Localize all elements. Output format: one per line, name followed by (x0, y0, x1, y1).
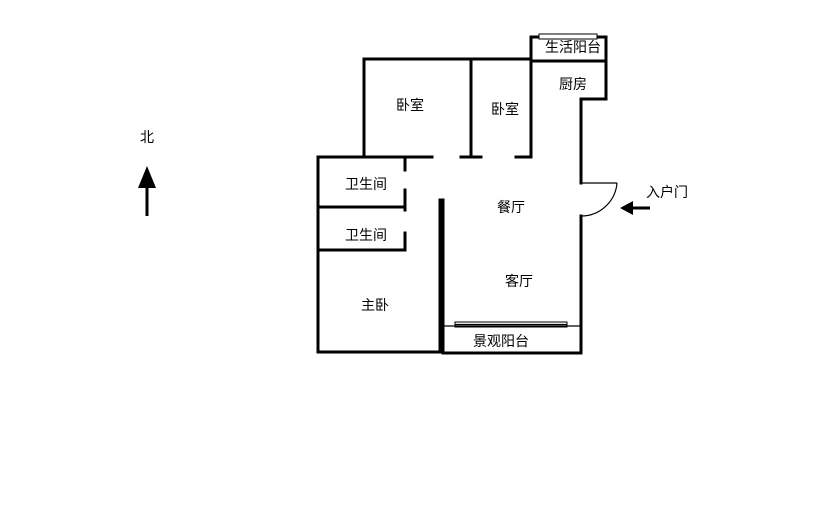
entrance-door (580, 182, 618, 217)
room-label-bathroom-2: 卫生间 (345, 228, 387, 244)
room-label-master-bedroom: 主卧 (361, 298, 389, 314)
room-label-bedroom-1: 卧室 (396, 98, 424, 114)
room-label-kitchen: 厨房 (559, 77, 587, 93)
interior-walls (316, 33, 608, 354)
room-label-living: 客厅 (505, 274, 533, 290)
entrance-label: 入户门 (646, 185, 688, 201)
entrance-arrow-icon (620, 201, 650, 215)
room-label-dining: 餐厅 (497, 200, 525, 216)
outer-walls (316, 35, 608, 355)
north-label: 北 (140, 130, 154, 146)
north-arrow-icon (138, 166, 156, 216)
room-label-living-balcony: 生活阳台 (545, 40, 601, 56)
room-label-bedroom-2: 卧室 (491, 102, 519, 118)
room-label-view-balcony: 景观阳台 (473, 334, 529, 350)
room-label-bathroom-1: 卫生间 (345, 177, 387, 193)
